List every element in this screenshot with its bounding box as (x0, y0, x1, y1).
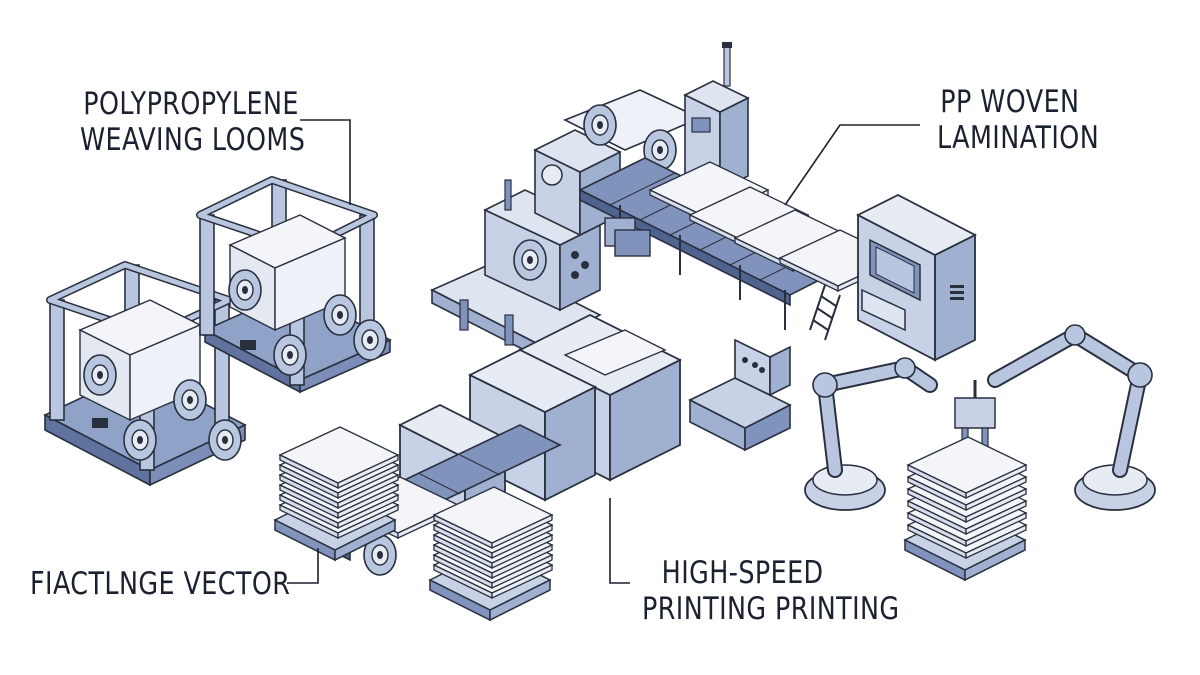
leader-lines (287, 119, 920, 584)
robot-arm-right (987, 324, 1156, 511)
label-weaving-looms: POLYPROPYLENE WEAVING LOOMS (80, 86, 305, 158)
label-printing: HIGH-SPEED PRINTING PRINTING (642, 555, 900, 627)
robot-arm-left (804, 357, 938, 511)
label-vector: FIACTLNGE VECTOR (30, 566, 290, 602)
leader-printing (609, 498, 630, 584)
lamination-line (430, 42, 899, 360)
label-lamination-line2: LAMINATION (937, 120, 1100, 156)
leader-lamination (784, 124, 920, 206)
label-lamination: PP WOVEN LAMINATION (937, 84, 1099, 156)
label-printing-line2: PRINTING PRINTING (642, 591, 900, 627)
label-lamination-line1: PP WOVEN (940, 84, 1080, 120)
control-cabinet (856, 193, 977, 362)
leader-looms (300, 119, 351, 205)
palletizer-gripper (954, 380, 996, 451)
label-weaving-looms-line1: POLYPROPYLENE (83, 86, 299, 122)
label-printing-line1: HIGH-SPEED (661, 555, 824, 591)
pallet-stack (904, 436, 1027, 581)
label-weaving-looms-line2: WEAVING LOOMS (80, 122, 306, 158)
leader-vector (287, 548, 319, 584)
weaving-loom-back (196, 176, 392, 394)
weaving-loom-front (43, 261, 247, 487)
label-vector-text: FIACTLNGE VECTOR (30, 566, 291, 602)
